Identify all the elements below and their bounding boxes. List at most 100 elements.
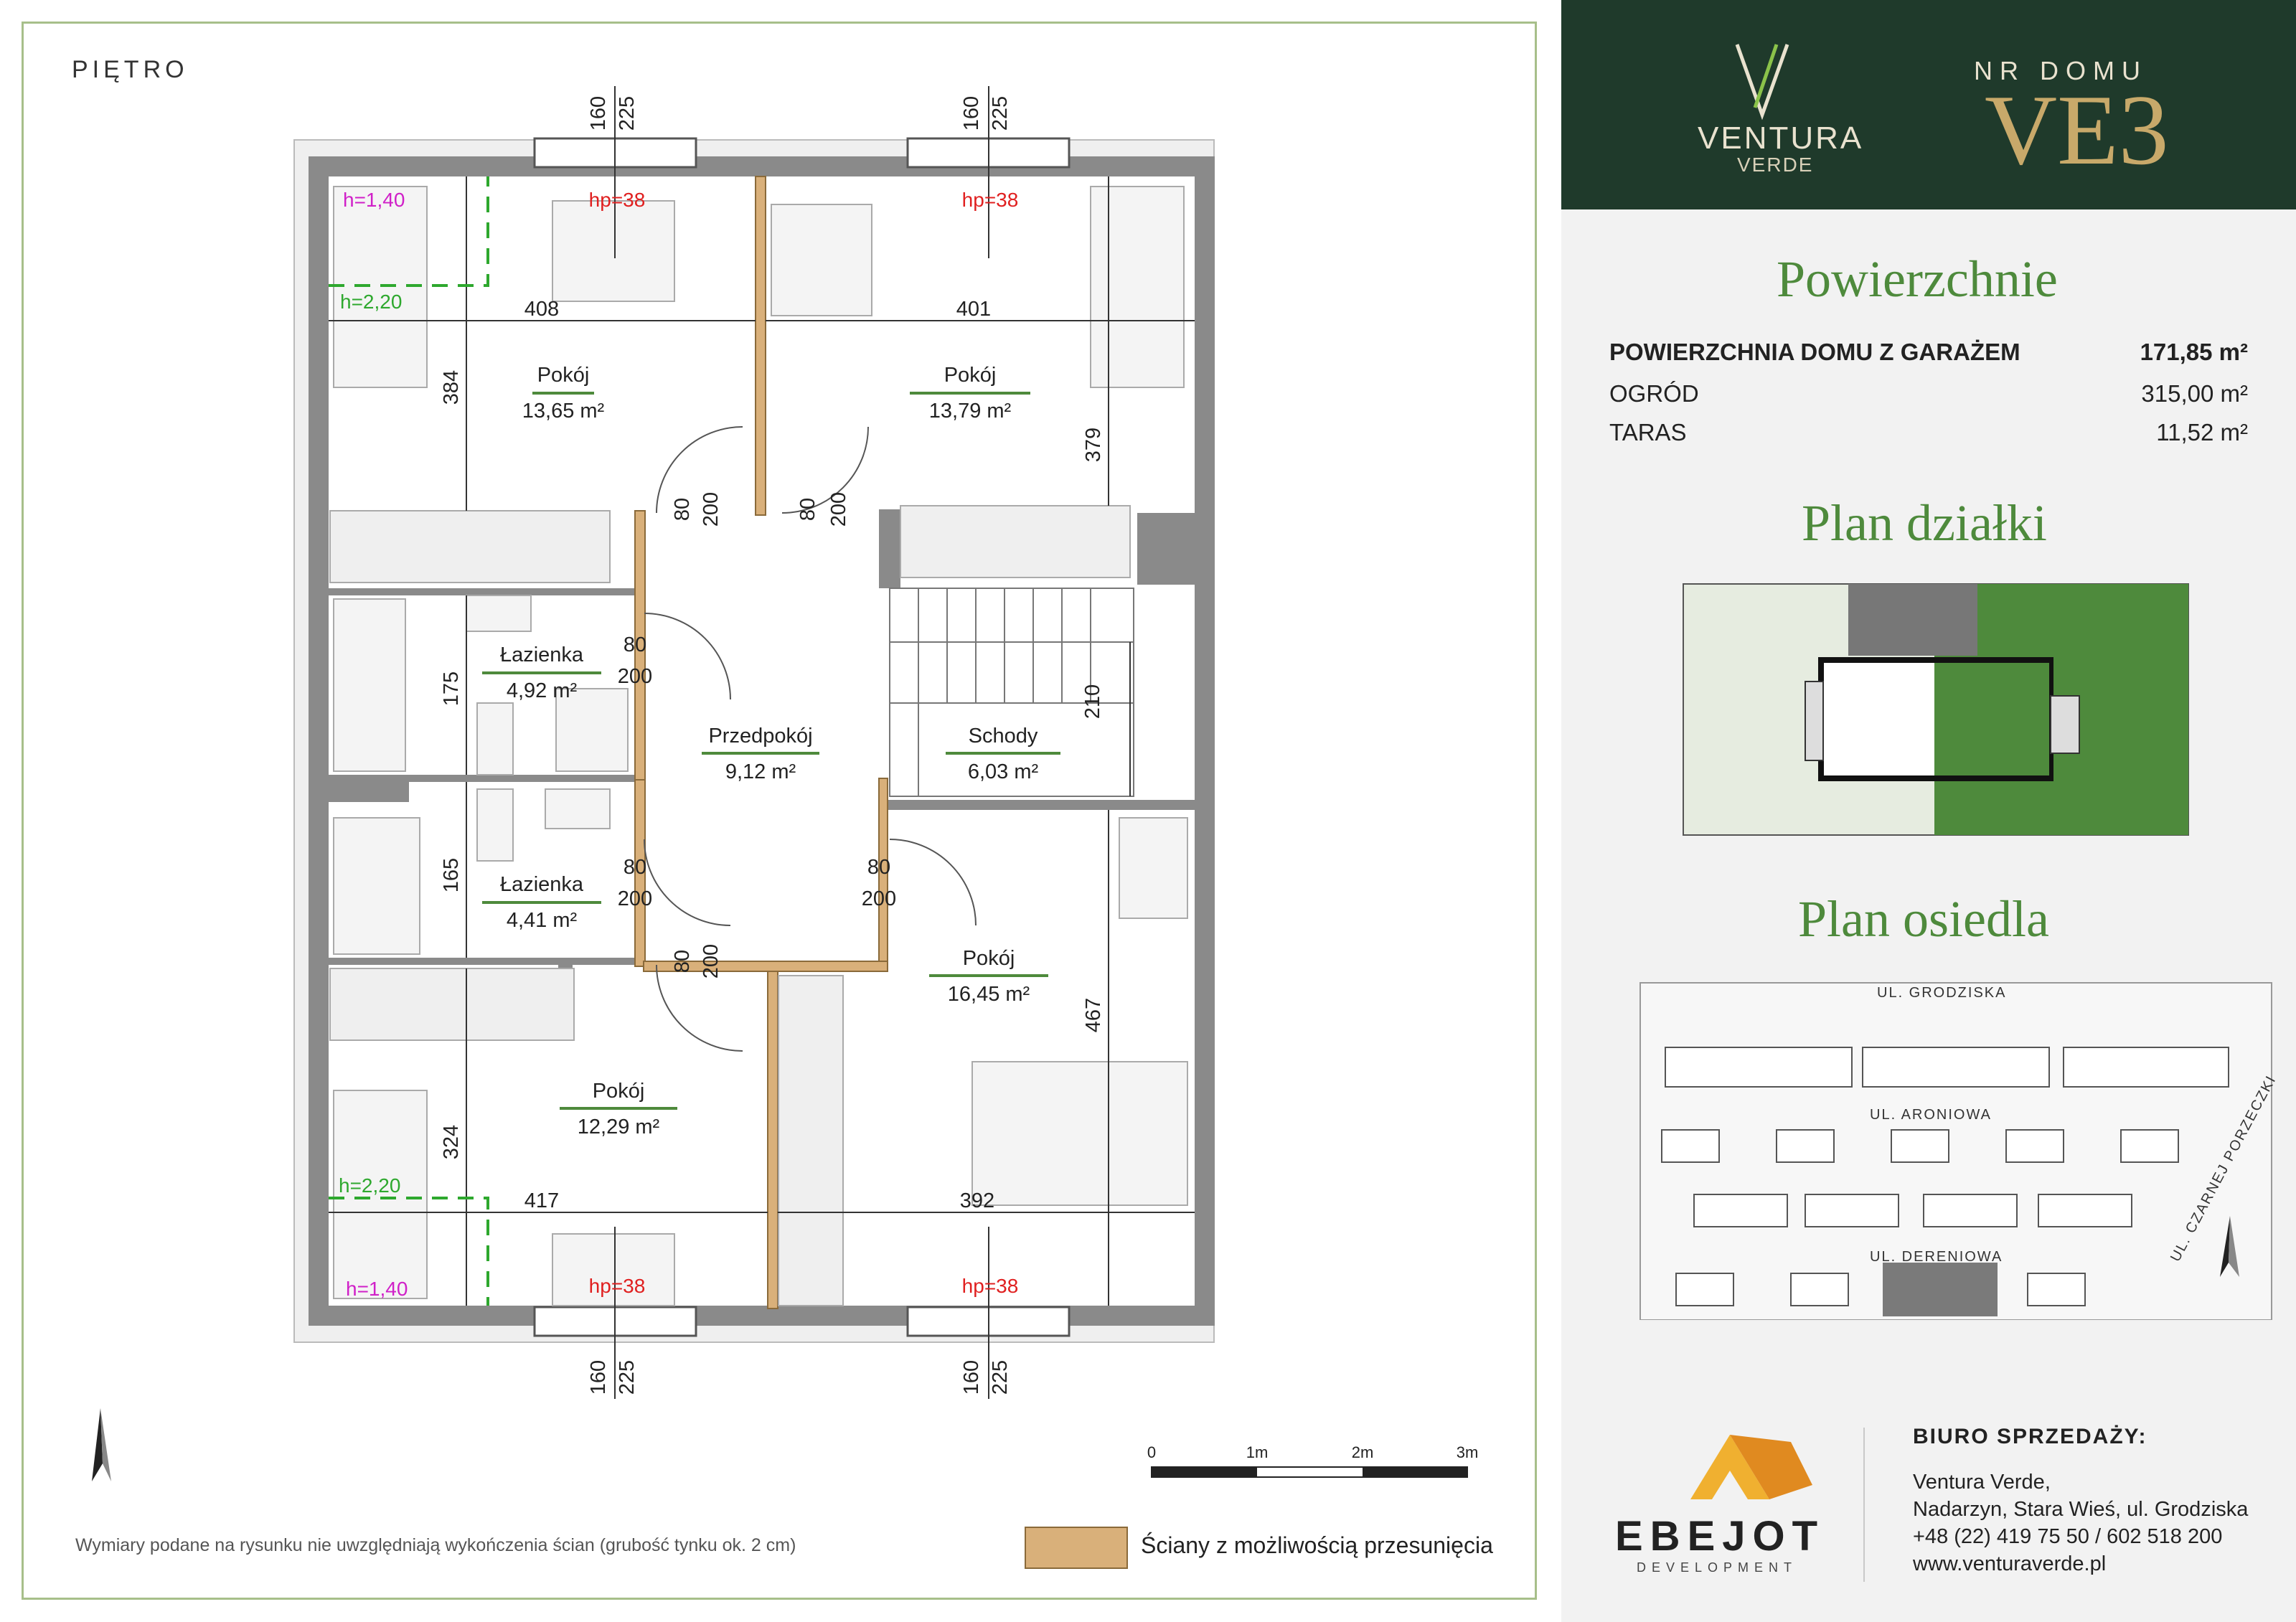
room-name: Pokój (963, 947, 1015, 970)
area-label: TARAS (1609, 419, 1687, 445)
room-name: Łazienka (500, 873, 584, 896)
door-width: 80 (867, 856, 890, 879)
door-height: 200 (700, 492, 723, 527)
footnote: Wymiary podane na rysunku nie uwzględnia… (75, 1535, 796, 1555)
street-label: UL. ARONIOWA (1870, 1107, 1992, 1123)
room-name: Pokój (944, 364, 997, 387)
area-row: OGRÓD 315,00 m² (1609, 380, 2248, 407)
ventura-logo-icon (1735, 44, 1789, 121)
loft-height: h=2,20 (340, 291, 402, 313)
info-panel: VENTURA VERDE NR DOMU VE3 Powierzchnie P… (1561, 0, 2296, 1622)
door-height: 200 (618, 887, 652, 910)
window-width: 160 (960, 96, 983, 131)
office-line: Nadarzyn, Stara Wieś, ul. Grodziska (1913, 1498, 2249, 1521)
dimension-label: 324 (440, 1125, 463, 1159)
door-height: 200 (618, 665, 652, 688)
window-width: 160 (960, 1360, 983, 1395)
estate-plan-title: Plan osiedla (1798, 890, 2049, 948)
ebejot-logo-icon (1690, 1435, 1812, 1499)
door-width: 80 (796, 498, 819, 521)
area-value: 315,00 m² (2141, 380, 2248, 407)
stairs (889, 588, 1134, 797)
window-width: 160 (587, 1360, 610, 1395)
estate-plan: UL. GRODZISKA UL. ARONIOWA UL. DERENIOWA… (1639, 982, 2279, 1320)
door-width: 80 (624, 856, 646, 879)
room-area: 13,79 m² (929, 400, 1012, 423)
area-value: 11,52 m² (2156, 419, 2248, 445)
window-height: 225 (616, 1360, 639, 1395)
house-number: VE3 (1985, 75, 2169, 186)
area-label: OGRÓD (1609, 380, 1699, 407)
window-width: 160 (587, 96, 610, 131)
office-website[interactable]: www.venturaverde.pl (1913, 1552, 2107, 1575)
room-area: 4,41 m² (507, 909, 578, 932)
window-height: 225 (616, 96, 639, 131)
north-arrow-icon (92, 1408, 111, 1481)
floor-plan-panel: PIĘTRO (22, 22, 1537, 1600)
area-row: POWIERZCHNIA DOMU Z GARAŻEM 171,85 m² (1609, 339, 2248, 366)
door-height: 200 (862, 887, 896, 910)
room-area: 4,92 m² (507, 679, 578, 702)
room-area: 13,65 m² (522, 400, 605, 423)
office-phone: +48 (22) 419 75 50 / 602 518 200 (1913, 1525, 2223, 1548)
scale-label: 3m (1457, 1443, 1479, 1461)
floor-label: PIĘTRO (72, 56, 189, 83)
developer-name: EBEJOT (1615, 1513, 1825, 1560)
dimension-label: 210 (1081, 684, 1104, 719)
floor-plan: Pokój 13,65 m² Pokój 13,79 m² Łazienka 4… (92, 86, 1479, 1481)
room-name: Schody (969, 725, 1038, 748)
area-label: POWIERZCHNIA DOMU Z GARAŻEM (1609, 339, 2020, 365)
sales-office-title: BIURO SPRZEDAŻY: (1913, 1425, 2147, 1448)
room-name: Przedpokój (708, 725, 812, 748)
loft-height: h=1,40 (346, 1278, 408, 1300)
dimension-label: 401 (956, 298, 991, 321)
plot-plan (1683, 583, 2189, 836)
plan-frame (22, 22, 1537, 1600)
movable-wall-swatch (1025, 1527, 1128, 1569)
dimension-label: 392 (960, 1189, 994, 1212)
movable-walls (634, 176, 888, 1309)
header: VENTURA VERDE NR DOMU VE3 (1561, 0, 2296, 209)
street-label: UL. DERENIOWA (1870, 1249, 2003, 1265)
room-area: 9,12 m² (725, 760, 796, 783)
sill-height: hp=38 (589, 1275, 646, 1297)
areas-title: Powierzchnie (1777, 250, 2058, 308)
door-height: 200 (700, 944, 723, 979)
loft-height: h=2,20 (339, 1174, 400, 1197)
sill-height: hp=38 (589, 189, 646, 211)
dimension-label: 175 (440, 671, 463, 706)
dimension-label: 417 (524, 1189, 559, 1212)
street-label: UL. GRODZISKA (1877, 985, 2006, 1001)
room-area: 6,03 m² (968, 760, 1039, 783)
developer-subtitle: DEVELOPMENT (1637, 1560, 1798, 1575)
door-width: 80 (671, 950, 694, 973)
scale-bar (1151, 1466, 1468, 1478)
sill-height: hp=38 (962, 189, 1019, 211)
loft-height: h=1,40 (343, 189, 405, 211)
window-height: 225 (989, 1360, 1012, 1395)
room-name: Pokój (537, 364, 590, 387)
door-height: 200 (827, 492, 850, 527)
office-line: Ventura Verde, (1913, 1471, 2051, 1494)
room-name: Łazienka (500, 643, 584, 666)
room-name: Pokój (593, 1080, 645, 1103)
dimension-label: 165 (440, 858, 463, 892)
divider (1863, 1428, 1865, 1582)
scale-label: 0 (1147, 1443, 1156, 1461)
legend-label: Ściany z możliwością przesunięcia (1141, 1532, 1493, 1558)
window-height: 225 (989, 96, 1012, 131)
dimension-label: 384 (440, 370, 463, 405)
door-width: 80 (624, 633, 646, 656)
logo-text: VENTURA (1698, 121, 1864, 156)
room-area: 16,45 m² (948, 983, 1030, 1006)
house-number-label: NR DOMU (1974, 56, 2147, 85)
plot-plan-title: Plan działki (1802, 494, 2047, 552)
dimension-label: 379 (1082, 428, 1105, 462)
sill-height: hp=38 (962, 1275, 1019, 1297)
north-arrow-icon (2220, 1216, 2239, 1277)
dimension-label: 467 (1082, 998, 1105, 1032)
scale-label: 1m (1246, 1443, 1269, 1461)
logo-subtext: VERDE (1737, 154, 1814, 176)
area-value: 171,85 m² (2140, 339, 2248, 365)
door-width: 80 (671, 498, 694, 521)
